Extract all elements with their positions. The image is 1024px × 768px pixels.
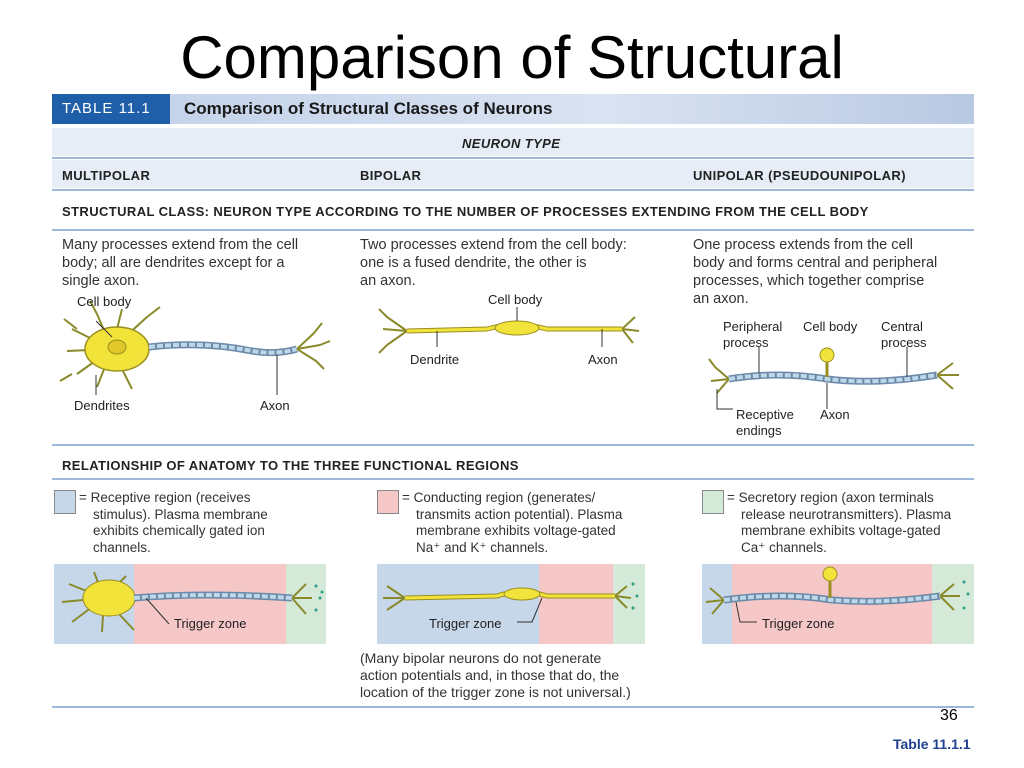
multipolar-neuron-illustration: [59, 300, 331, 395]
bipolar-neuron-illustration: [378, 307, 640, 354]
bipolar-note: (Many bipolar neurons do not generate ac…: [360, 650, 631, 700]
trigger-zone-label: Trigger zone: [762, 616, 835, 631]
structural-class-band: STRUCTURAL CLASS: NEURON TYPE ACCORDING …: [52, 192, 974, 226]
column-multipolar: MULTIPOLAR: [62, 168, 151, 183]
table-header-bar: TABLE 11.1 Comparison of Structural Clas…: [52, 94, 974, 124]
label-central-process: Central process: [881, 319, 927, 350]
trigger-zone-label: Trigger zone: [429, 616, 502, 631]
divider: [52, 478, 974, 480]
bipolar-functional-panel: Trigger zone: [377, 564, 645, 644]
divider: [52, 189, 974, 191]
label-peripheral-process: Peripheral process: [723, 319, 783, 350]
divider: [52, 229, 974, 231]
label-cell-body: Cell body: [488, 292, 543, 307]
neuron-type-header: NEURON TYPE: [462, 136, 561, 151]
label-axon: Axon: [820, 407, 850, 422]
table-title: Comparison of Structural Classes of Neur…: [184, 99, 553, 118]
conducting-region-legend: = Conducting region (generates/ transmit…: [402, 490, 623, 555]
label-axon: Axon: [588, 352, 618, 367]
table-tag: TABLE 11.1: [62, 100, 151, 117]
label-dendrites: Dendrites: [74, 398, 130, 413]
receptive-swatch: [54, 490, 76, 514]
column-unipolar: UNIPOLAR (PSEUDOUNIPOLAR): [693, 168, 906, 183]
neuron-comparison-table: TABLE 11.1 Comparison of Structural Clas…: [52, 94, 974, 708]
unipolar-neuron-illustration: [708, 347, 959, 410]
unipolar-functional-panel: Trigger zone: [702, 564, 974, 644]
label-receptive-endings: Receptive endings: [736, 407, 794, 438]
receptive-region-legend: = Receptive region (receives stimulus). …: [79, 490, 268, 555]
unipolar-description: One process extends from the cell body a…: [693, 237, 938, 307]
table-reference: Table 11.1.1: [893, 736, 971, 752]
divider: [52, 444, 974, 446]
trigger-zone-label: Trigger zone: [174, 616, 247, 631]
label-dendrite: Dendrite: [410, 352, 460, 367]
label-axon: Axon: [260, 398, 290, 413]
page-number: 36: [940, 707, 958, 724]
bipolar-description: Two processes extend from the cell body:…: [360, 237, 627, 289]
multipolar-functional-panel: Trigger zone: [54, 564, 326, 644]
neuron-type-band: NEURON TYPE: [52, 128, 974, 156]
divider: [52, 157, 974, 159]
table-bottom-border: [52, 706, 974, 708]
slide-title: Comparison of Structural: [180, 24, 844, 91]
functional-regions-header: RELATIONSHIP OF ANATOMY TO THE THREE FUN…: [62, 458, 519, 473]
secretory-region-legend: = Secretory region (axon terminals relea…: [727, 490, 952, 555]
label-cell-body: Cell body: [803, 319, 858, 334]
multipolar-description: Many processes extend from the cell body…: [62, 237, 299, 289]
secretory-swatch: [702, 490, 724, 514]
column-headings-band: MULTIPOLAR BIPOLAR UNIPOLAR (PSEUDOUNIPO…: [52, 160, 974, 188]
column-bipolar: BIPOLAR: [360, 168, 422, 183]
structural-class-header: STRUCTURAL CLASS: NEURON TYPE ACCORDING …: [62, 204, 869, 219]
label-cell-body: Cell body: [77, 294, 132, 309]
conducting-swatch: [377, 490, 399, 514]
